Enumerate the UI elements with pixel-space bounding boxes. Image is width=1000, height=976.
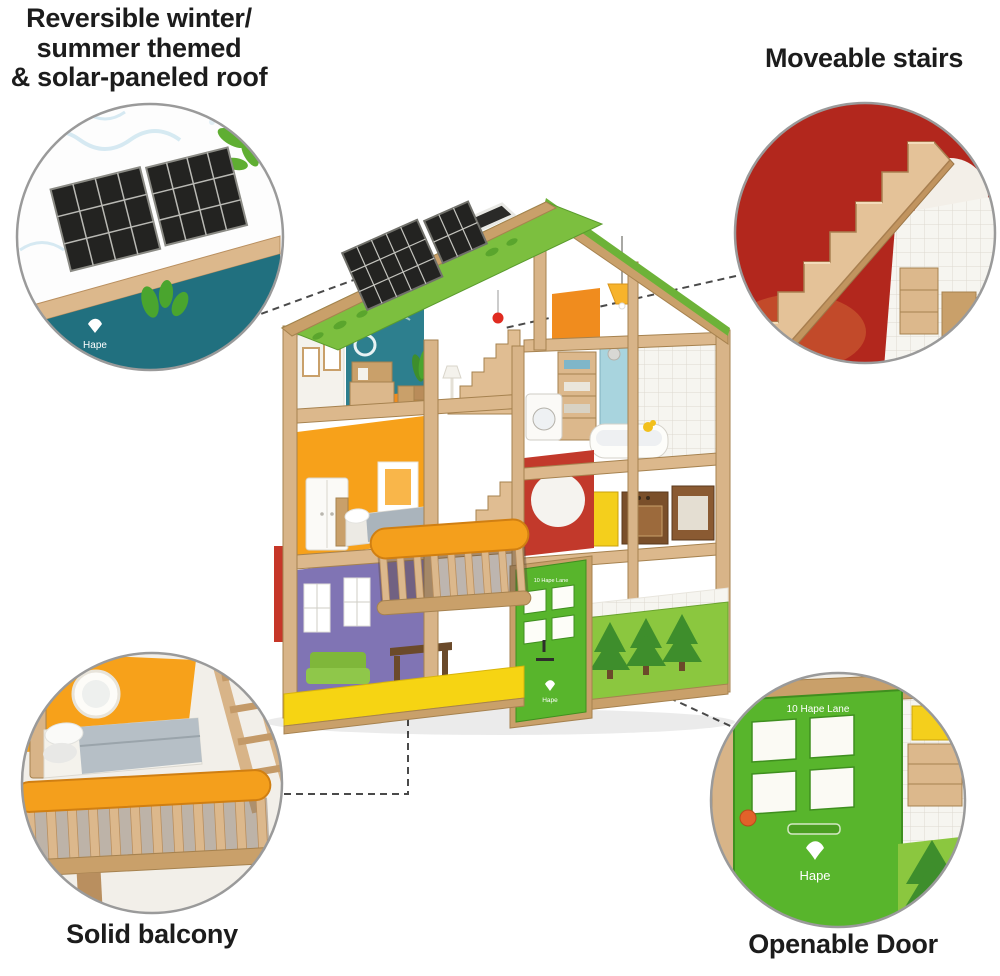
callout-balcony-circle	[20, 651, 284, 915]
label-stairs-feature: Moveable stairs	[764, 43, 964, 73]
balcony-shadow-detail	[22, 797, 270, 867]
hape-bird-logo	[88, 318, 102, 333]
desk-item	[358, 368, 368, 380]
callout-stairs-circle	[733, 101, 997, 365]
solar-panel-detail	[49, 146, 249, 273]
furniture-detail	[899, 267, 977, 339]
sofa	[306, 652, 370, 684]
balcony-bottom-rail	[376, 590, 532, 616]
pine-tree-2	[626, 618, 666, 675]
yellow-base	[283, 665, 525, 735]
pine-tree-1	[590, 622, 630, 679]
attic-window-1	[302, 347, 320, 377]
door-address-text: 10 Hape Lane	[534, 578, 569, 584]
red-side-wall	[274, 546, 284, 642]
roof-brand-text: Hape	[83, 340, 107, 351]
pine-tree-3	[662, 614, 702, 671]
dresser-detail	[907, 705, 963, 807]
label-balcony-feature: Solid balcony	[66, 919, 238, 949]
red-wall-cutout	[531, 473, 585, 527]
callout-stairs-border	[733, 101, 997, 365]
hape-bird-logo	[806, 841, 824, 860]
balcony	[369, 518, 532, 616]
solar-panel	[340, 200, 489, 312]
callout-balcony-border	[20, 651, 284, 915]
shelf-unit	[557, 351, 597, 441]
bedroom-window	[377, 461, 419, 513]
roof	[280, 198, 730, 351]
roof-right-slope	[544, 198, 730, 336]
label-roof-line1: Reversible winter/	[26, 3, 252, 33]
kitchen-room	[587, 485, 715, 547]
hape-bird-logo	[545, 680, 555, 691]
label-roof-feature: Reversible winter/ summer themed & solar…	[0, 3, 278, 93]
upper-stairs	[447, 329, 521, 415]
callout-roof-circle: Hape	[15, 102, 285, 372]
washing-machine	[525, 393, 563, 441]
callout-roof-border	[15, 102, 285, 372]
balcony-rim-detail	[22, 769, 272, 813]
callout-door-circle: 10 Hape Lane Hape	[709, 671, 967, 929]
door-knob-detail	[739, 809, 757, 827]
gable-orange-panel	[552, 288, 600, 344]
bed-detail	[29, 703, 203, 779]
plant-detail	[141, 280, 189, 318]
wall-mirror-detail	[71, 669, 121, 719]
door-brand-text: Hape	[542, 697, 558, 704]
living-room	[297, 554, 452, 694]
door-mail-slot	[536, 658, 554, 661]
stairs-detail	[751, 141, 952, 363]
balcony-leg-detail	[76, 872, 103, 913]
bathroom-room	[525, 333, 727, 463]
balcony-rim	[369, 518, 530, 560]
callout-door-border	[709, 671, 967, 929]
living-window-2	[343, 577, 371, 627]
shower	[599, 343, 629, 439]
tree-wall	[585, 601, 729, 711]
dollhouse-illustration: 10 Hape Lane Hape	[265, 198, 735, 735]
desk-body	[349, 381, 395, 407]
door-address-detail: 10 Hape Lane	[787, 704, 850, 715]
living-window-1	[303, 583, 331, 633]
door-windows-detail	[751, 714, 855, 815]
kitchen-cabinet	[671, 485, 715, 541]
label-door-feature: Openable Door	[748, 929, 938, 959]
label-roof-line3: & solar-paneled roof	[10, 62, 268, 93]
door-brand-detail: Hape	[799, 868, 830, 883]
label-roof-line2: summer themed	[36, 32, 242, 63]
roof-leaf-pattern	[312, 238, 518, 340]
red-ball-ornament	[492, 290, 504, 324]
mail-slot-detail	[787, 823, 841, 835]
